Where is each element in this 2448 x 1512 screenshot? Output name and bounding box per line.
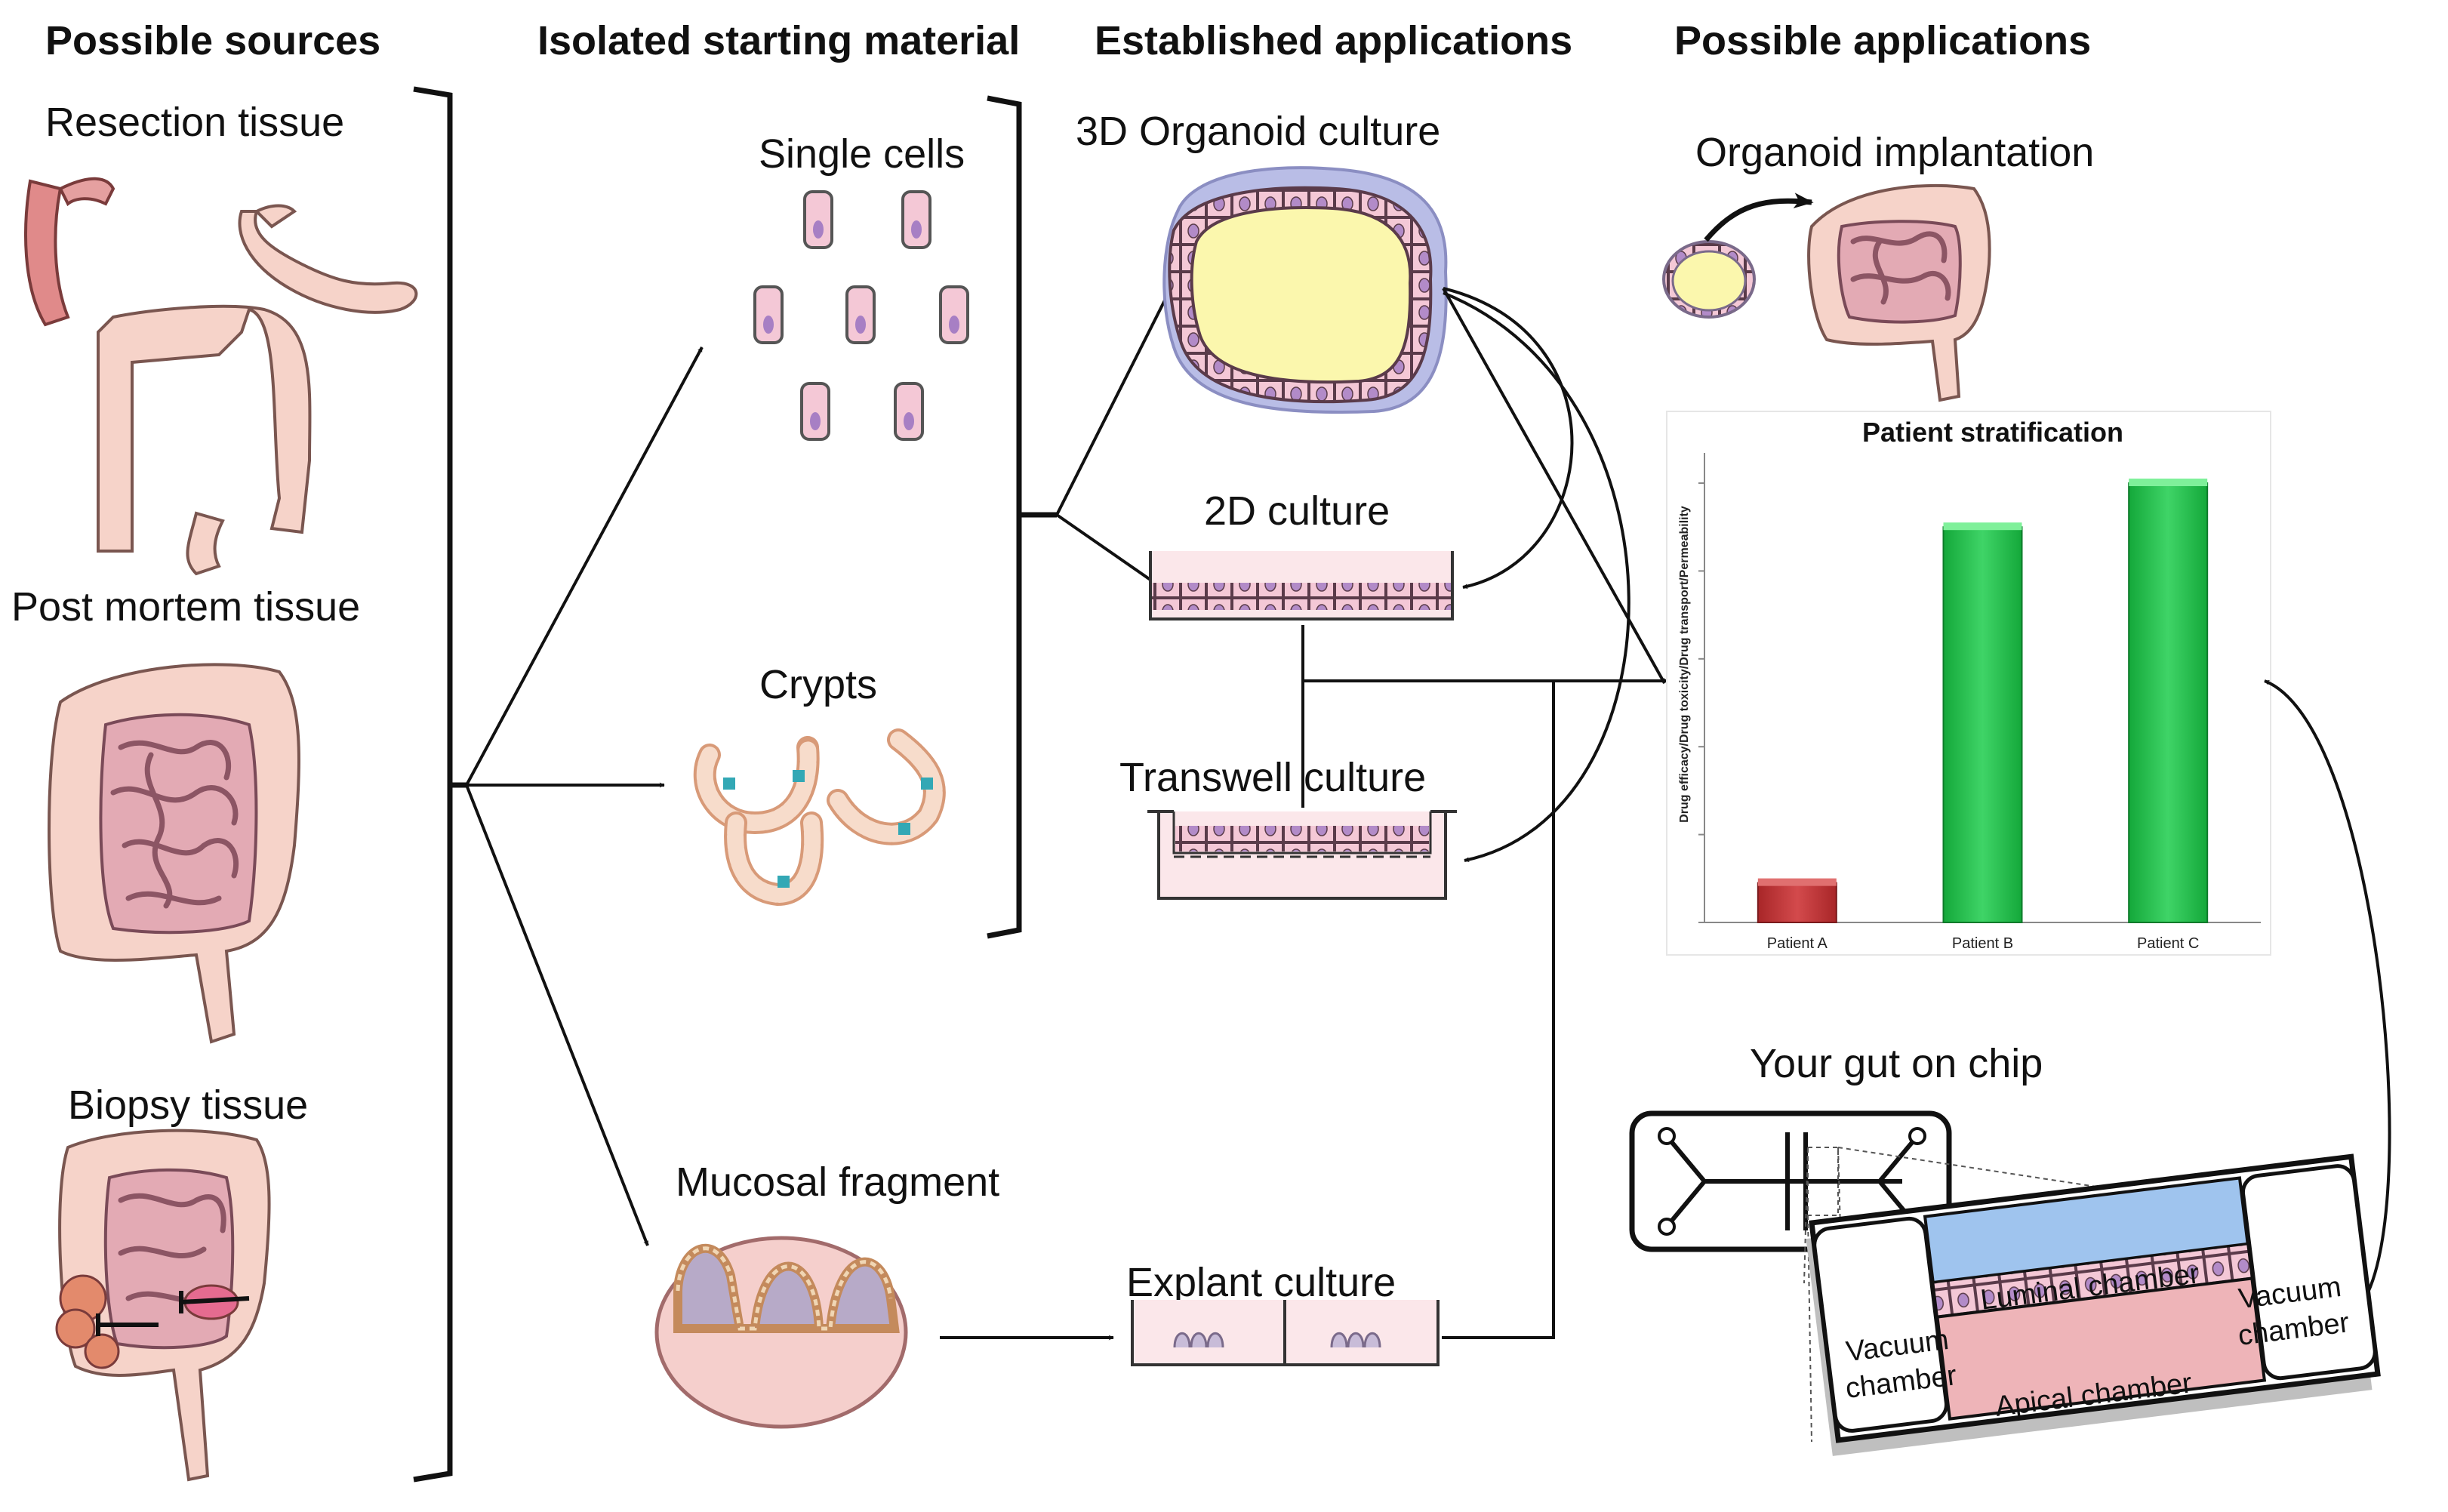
explant-icon [1131,1300,1440,1366]
header-possible-sources: Possible sources [45,18,380,63]
chart-bar-patient-c [2128,482,2209,923]
header-established-applications: Established applications [1095,18,1572,63]
label-mucosal-fragment: Mucosal fragment [676,1159,999,1205]
arrow-to-mucosal-fragment [465,784,649,1246]
arrow-organoid-to-2d [1443,287,1574,590]
patient-stratification-chart: Patient stratification Drug efficacy/Dru… [1666,411,2271,956]
label-organoid-implantation: Organoid implantation [1695,130,2094,175]
arrow-to-organoid [1055,286,1173,516]
materials-bracket [987,95,1022,939]
chart-bar-patient-a [1757,882,1837,923]
chart-bar-cap [1757,878,1837,886]
chart-ylabel: Drug efficacy/Drug toxicity/Drug transpo… [1678,506,1691,823]
arrow-chip-to-stratification [2264,679,2391,1304]
chart-bar-cap [2129,479,2208,486]
label-gut-on-chip: Your gut on chip [1750,1041,2043,1086]
culture-2d-icon [1149,551,1454,621]
crypts-icon [693,728,946,907]
resection-tissue-icon [24,177,418,576]
label-explant-culture: Explant culture [1126,1260,1396,1305]
gut-on-chip-icon: Luminal chamber Apical chamber Vacuum ch… [1629,1110,2381,1456]
chart-x-label: Patient B [1952,935,2013,952]
label-post-mortem-tissue: Post mortem tissue [11,584,360,630]
header-possible-applications: Possible applications [1674,18,2091,63]
label-2d-culture: 2D culture [1204,488,1390,534]
chart-title: Patient stratification [1862,417,2123,448]
header-isolated-material: Isolated starting material [537,18,1020,63]
arrow-implantation [1704,192,1814,242]
label-resection-tissue: Resection tissue [45,100,344,145]
mucosal-fragment-icon [654,1236,908,1429]
chart-x-label: Patient A [1767,935,1828,952]
biopsy-tissue-icon [55,1129,271,1482]
connector-explant-vertical [1442,681,1555,1339]
organoid-icon [1162,166,1448,414]
arrow-organoid-to-stratification [1442,288,1666,684]
chart-x-label: Patient C [2137,935,2199,952]
label-biopsy-tissue: Biopsy tissue [68,1082,308,1128]
chart-bar-patient-b [1942,526,2023,923]
arrow-organoid-to-transwell [1443,291,1630,863]
label-organoid-culture: 3D Organoid culture [1076,109,1440,154]
organoid-implantation-icon [1662,183,1991,402]
label-single-cells: Single cells [759,131,965,177]
chart-bar-cap [1943,522,2022,531]
label-crypts: Crypts [759,662,877,707]
arrow-to-single-cells [465,346,704,786]
transwell-icon [1147,810,1457,900]
arrow-to-2d-culture [1055,513,1159,587]
sources-bracket [413,86,453,1483]
single-cells-icon [753,190,969,441]
label-transwell-culture: Transwell culture [1119,755,1426,800]
post-mortem-tissue-icon [48,663,300,1044]
